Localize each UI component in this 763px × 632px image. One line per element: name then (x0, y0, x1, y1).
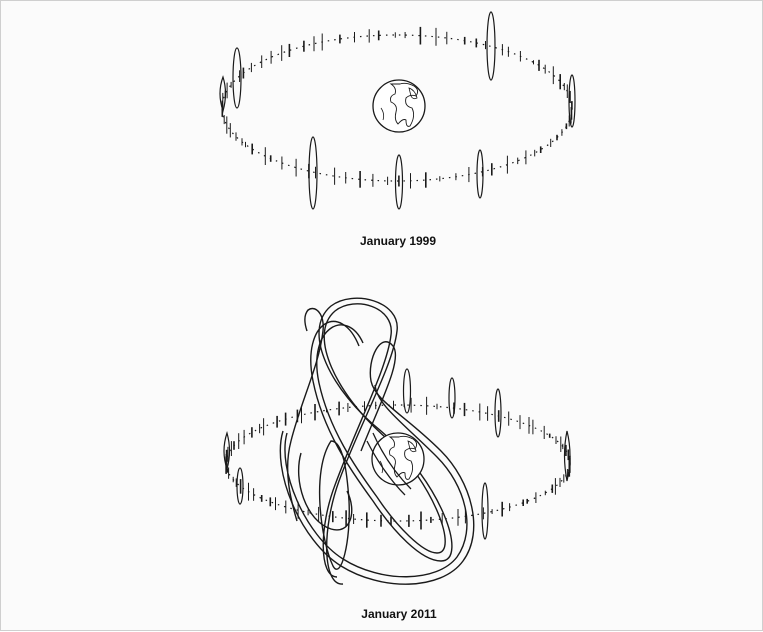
loop-2011-a (404, 369, 411, 413)
earth-globe-icon (372, 433, 424, 485)
loop-1999-a (487, 12, 495, 80)
panel-1999 (220, 12, 575, 209)
loop-2011-b (449, 378, 455, 418)
caption-january-1999: January 1999 (298, 234, 498, 248)
caption-january-2011: January 2011 (299, 607, 499, 621)
panel-2011 (224, 298, 570, 584)
earth-globe-icon (373, 80, 425, 132)
